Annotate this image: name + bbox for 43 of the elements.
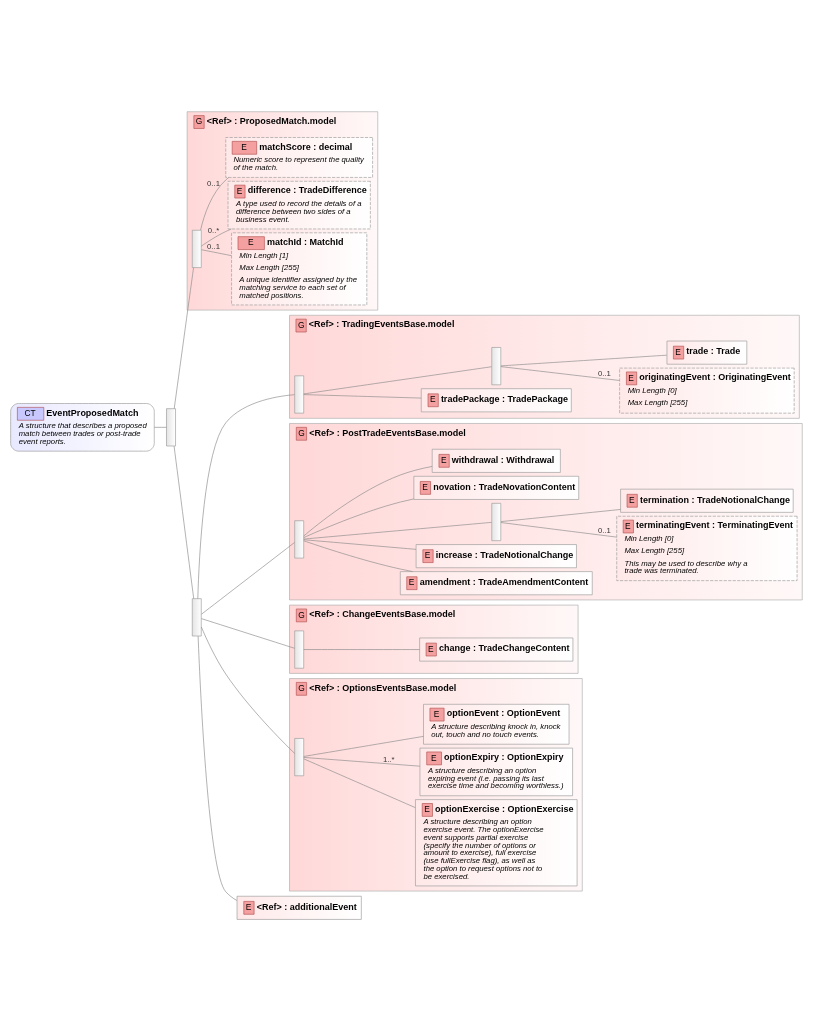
connector [173, 266, 194, 409]
connector [303, 648, 420, 650]
connector [201, 626, 295, 754]
connector [303, 735, 424, 757]
connector [173, 445, 194, 599]
node-box: E <Ref> : additionalEvent [236, 895, 362, 920]
connector [201, 617, 295, 649]
node-box: E trade : Trade [666, 340, 748, 365]
connector [500, 521, 617, 537]
node-bar [294, 375, 304, 413]
node-box: E change : TradeChangeContent [419, 637, 574, 661]
node-bar [294, 737, 304, 776]
connector [303, 539, 413, 572]
connector [303, 756, 421, 766]
node-bar [491, 502, 502, 541]
node-bar [294, 519, 304, 558]
node-box: E increase : TradeNotionalChange [415, 543, 577, 568]
connector [201, 248, 232, 256]
node-bar [191, 597, 202, 636]
node-box: E withdrawal : Withdrawal [431, 448, 561, 473]
connector [154, 426, 167, 428]
connector [303, 538, 417, 550]
node-box: E termination : TradeNotionalChange [620, 488, 794, 513]
connector [500, 365, 620, 381]
node-bar [166, 407, 176, 446]
connector [303, 758, 416, 808]
connector [197, 393, 295, 599]
connector [201, 541, 295, 614]
connector [197, 635, 238, 901]
connector [303, 521, 492, 539]
connector [500, 508, 621, 522]
connector [200, 176, 230, 230]
connector [303, 365, 492, 394]
connector [200, 228, 232, 246]
connector [303, 498, 415, 538]
node-box: E tradePackage : TradePackage [420, 387, 572, 412]
node-bar [294, 630, 304, 669]
connector [500, 354, 668, 366]
connector [303, 393, 422, 398]
node-box: E amendment : TradeAmendmentContent [400, 570, 593, 595]
node-bar [191, 229, 202, 268]
node-bar [491, 346, 502, 385]
node-box: E novation : TradeNovationContent [413, 475, 580, 500]
